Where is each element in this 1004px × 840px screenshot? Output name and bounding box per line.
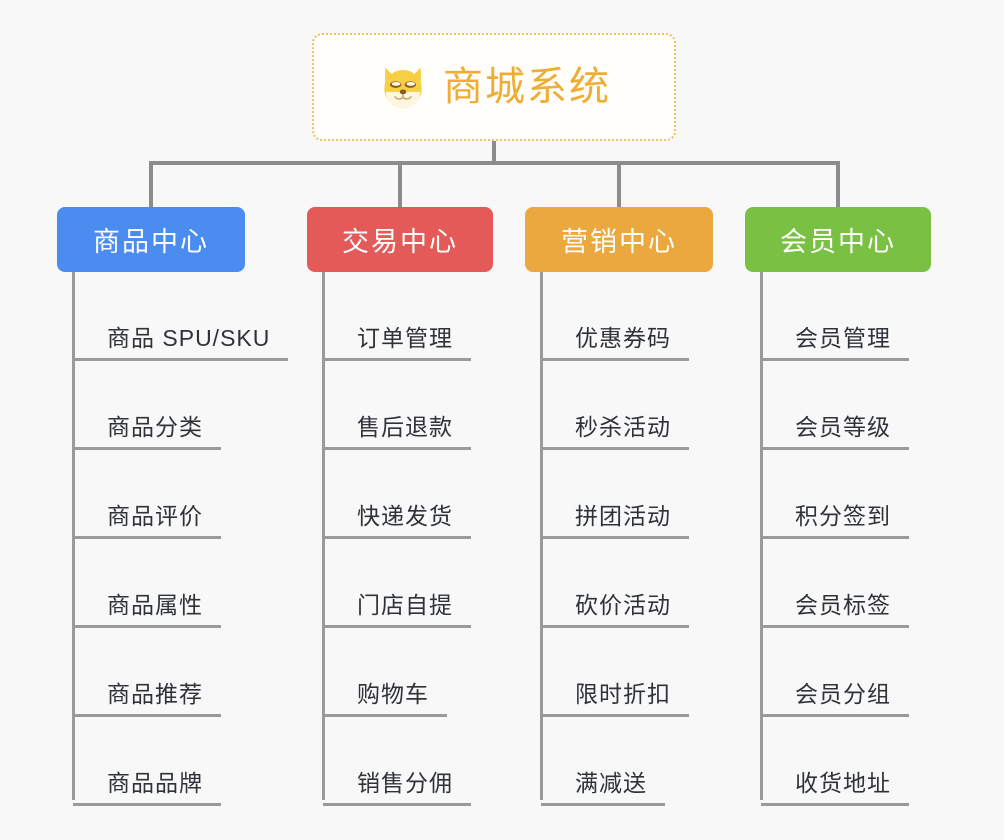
root-stem-line (492, 141, 496, 164)
list-item[interactable]: 商品评价 (57, 450, 245, 539)
branch-column-3: 营销中心 优惠券码 秒杀活动 拼团活动 砍价活动 限时折扣 满减送 (525, 161, 713, 806)
list-item[interactable]: 快递发货 (307, 450, 493, 539)
leaf-label: 商品分类 (107, 413, 203, 440)
branch-leaves-2: 订单管理 售后退款 快递发货 门店自提 购物车 销售分佣 (307, 272, 493, 806)
list-item[interactable]: 优惠券码 (525, 272, 713, 361)
leaf-label: 商品推荐 (107, 680, 203, 707)
list-item[interactable]: 售后退款 (307, 361, 493, 450)
leaf-label: 快递发货 (357, 502, 453, 529)
branch-leaves-4: 会员管理 会员等级 积分签到 会员标签 会员分组 收货地址 (745, 272, 931, 806)
branch-header-2[interactable]: 交易中心 (307, 207, 493, 272)
branch-drop-line-4 (836, 161, 840, 207)
branch-header-4[interactable]: 会员中心 (745, 207, 931, 272)
leaf-label: 商品评价 (107, 502, 203, 529)
leaf-label: 优惠券码 (575, 324, 671, 351)
list-item[interactable]: 秒杀活动 (525, 361, 713, 450)
branch-column-2: 交易中心 订单管理 售后退款 快递发货 门店自提 购物车 销售分佣 (307, 161, 493, 806)
branch-header-label-1: 商品中心 (93, 227, 209, 257)
leaf-label: 销售分佣 (357, 769, 453, 796)
list-item[interactable]: 门店自提 (307, 539, 493, 628)
branch-leaves-1: 商品 SPU/SKU 商品分类 商品评价 商品属性 商品推荐 商品品牌 (57, 272, 289, 806)
leaf-label: 门店自提 (357, 591, 453, 618)
leaf-label: 商品属性 (107, 591, 203, 618)
list-item[interactable]: 商品属性 (57, 539, 245, 628)
leaf-label: 会员管理 (795, 324, 891, 351)
branch-header-label-4: 会员中心 (780, 227, 896, 257)
list-item[interactable]: 购物车 (307, 628, 493, 717)
root-title: 商城系统 (443, 65, 611, 109)
branch-leaves-3: 优惠券码 秒杀活动 拼团活动 砍价活动 限时折扣 满减送 (525, 272, 713, 806)
list-item[interactable]: 商品 SPU/SKU (57, 272, 289, 361)
branch-header-label-2: 交易中心 (342, 227, 458, 257)
list-item[interactable]: 商品品牌 (57, 717, 245, 806)
branch-column-4: 会员中心 会员管理 会员等级 积分签到 会员标签 会员分组 收货地址 (745, 161, 931, 806)
branch-header-1[interactable]: 商品中心 (57, 207, 245, 272)
leaf-label: 满减送 (575, 769, 647, 796)
list-item[interactable]: 砍价活动 (525, 539, 713, 628)
branch-column-1: 商品中心 商品 SPU/SKU 商品分类 商品评价 商品属性 商品推荐 商品品牌 (57, 161, 289, 806)
list-item[interactable]: 会员管理 (745, 272, 931, 361)
leaf-label: 订单管理 (357, 324, 453, 351)
list-item[interactable]: 销售分佣 (307, 717, 493, 806)
leaf-label: 会员等级 (795, 413, 891, 440)
leaf-label: 商品 SPU/SKU (107, 324, 271, 351)
root-node[interactable]: 商城系统 (312, 33, 676, 141)
shiba-dog-face-icon (384, 67, 422, 109)
leaf-label: 积分签到 (795, 502, 891, 529)
leaf-label: 收货地址 (795, 769, 891, 796)
leaf-label: 售后退款 (357, 413, 453, 440)
list-item[interactable]: 会员分组 (745, 628, 931, 717)
list-item[interactable]: 收货地址 (745, 717, 931, 806)
leaf-label: 限时折扣 (575, 680, 671, 707)
list-item[interactable]: 限时折扣 (525, 628, 713, 717)
leaf-label: 拼团活动 (575, 502, 671, 529)
list-item[interactable]: 会员标签 (745, 539, 931, 628)
list-item[interactable]: 订单管理 (307, 272, 493, 361)
branch-drop-line-1 (149, 161, 153, 207)
list-item[interactable]: 会员等级 (745, 361, 931, 450)
branch-header-label-3: 营销中心 (561, 227, 677, 257)
main-bus-line (149, 161, 839, 165)
list-item[interactable]: 积分签到 (745, 450, 931, 539)
list-item[interactable]: 满减送 (525, 717, 713, 806)
branch-header-3[interactable]: 营销中心 (525, 207, 713, 272)
list-item[interactable]: 商品推荐 (57, 628, 245, 717)
leaf-label: 会员分组 (795, 680, 891, 707)
leaf-label: 秒杀活动 (575, 413, 671, 440)
branch-drop-line-2 (398, 161, 402, 207)
leaf-label: 会员标签 (795, 591, 891, 618)
leaf-label: 砍价活动 (575, 591, 671, 618)
list-item[interactable]: 商品分类 (57, 361, 245, 450)
branch-drop-line-3 (617, 161, 621, 207)
list-item[interactable]: 拼团活动 (525, 450, 713, 539)
leaf-label: 商品品牌 (107, 769, 203, 796)
leaf-label: 购物车 (357, 680, 429, 707)
